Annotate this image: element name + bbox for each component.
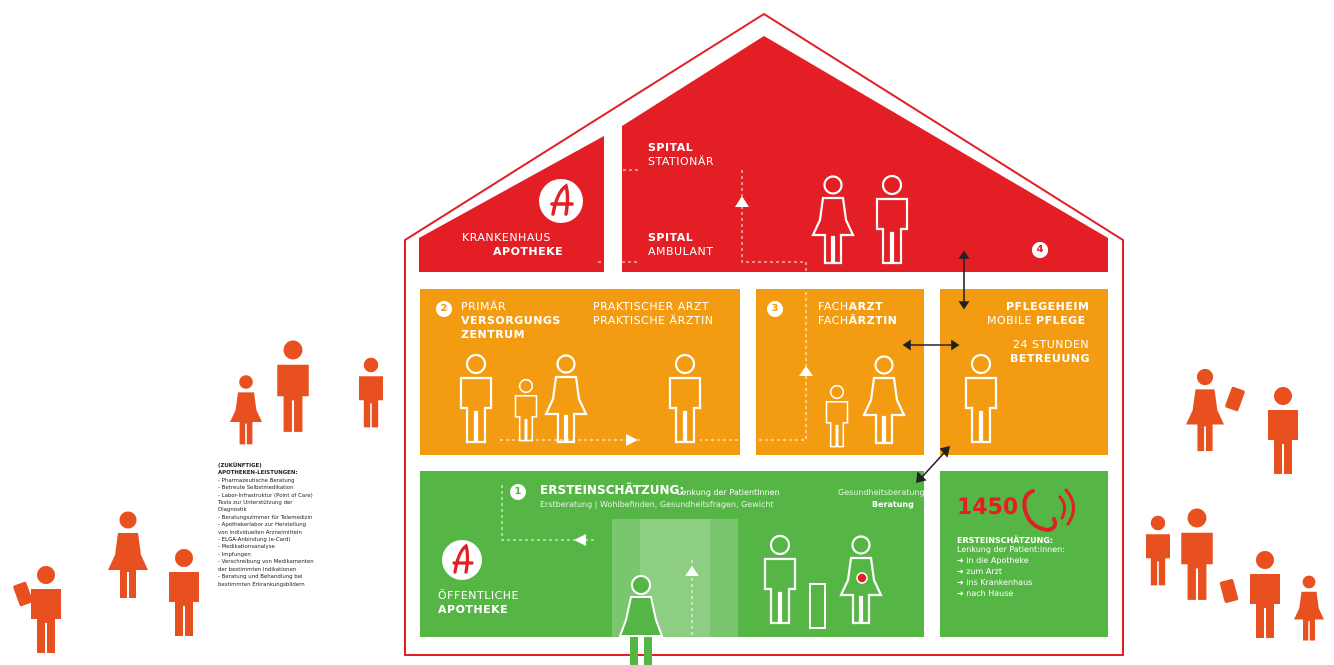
list-item: - ELGA-Anbindung (e-Card)	[218, 537, 291, 544]
mobile-pflege-label: MOBILE PFLEGE	[987, 314, 1086, 327]
praktischer-arzt-label: PRAKTISCHER ARZT	[593, 300, 710, 313]
person-icon	[1294, 575, 1324, 641]
apotheken-leistungen-list: (ZUKÜNFTIGE) APOTHEKEN-LEISTUNGEN: - Pha…	[218, 463, 388, 589]
phone-icon	[1022, 488, 1075, 533]
services-heading: (ZUKÜNFTIGE)	[218, 463, 262, 469]
arrow-icon	[626, 434, 638, 446]
pflege-area	[940, 289, 1108, 455]
list-item: - Medikationsanalyse	[218, 544, 275, 551]
facharzt-label: FACHARZT	[818, 300, 884, 313]
apotheke-logo-icon	[539, 179, 583, 223]
house-outline	[404, 12, 1124, 656]
list-item: von individuellen Arzneimitteln	[218, 529, 302, 536]
pvz-line1: PRIMÄR	[461, 300, 507, 313]
list-item: - Verschreibung von Medikamenten	[218, 559, 314, 566]
person-icon	[230, 375, 262, 445]
list-item: bestimmten Erkrankungsbildern	[218, 581, 305, 588]
ersteinschaetzung-subtitle: Lenkung der PatientInnen	[677, 488, 780, 497]
person-icon	[277, 340, 309, 432]
roof-left-area	[419, 136, 604, 272]
hotline-number: 1450	[957, 495, 1019, 520]
person-icon	[169, 549, 199, 636]
praktische-aerztin-label: PRAKTISCHE ÄRZTIN	[593, 314, 714, 327]
facharzt-area	[756, 289, 924, 455]
oeffentliche-label: ÖFFENTLICHE	[438, 589, 519, 602]
person-icon	[1146, 515, 1170, 586]
marker-4: 4	[1032, 242, 1048, 258]
arrow-icon	[574, 534, 586, 546]
list-item: - Betreute Selbstmedikation	[218, 485, 294, 492]
person-icon	[108, 511, 148, 598]
person-icon	[1181, 508, 1213, 600]
hotline-panel: 1450 ERSTEINSCHÄTZUNG: Lenkung der Patie…	[957, 495, 1065, 599]
spital-stationaer-label: STATIONÄR	[648, 155, 715, 168]
arrow-icon	[685, 566, 699, 576]
gesundheitsberatung-label: Gesundheitsberatung	[838, 488, 925, 497]
hotline-item: ➜ zum Arzt	[957, 567, 1002, 576]
hotline-subheading: Lenkung der Patient:innen:	[957, 545, 1065, 554]
roof-right-area	[622, 36, 1108, 272]
list-item: Diagnostik	[218, 507, 247, 514]
person-icon	[31, 566, 61, 653]
arrow-icon	[799, 366, 813, 376]
krankenhaus-apotheke-label: APOTHEKE	[493, 245, 564, 258]
marker-3: 3	[767, 301, 783, 317]
hotline-heading: ERSTEINSCHÄTZUNG:	[957, 536, 1054, 545]
list-item: - Apothekerlabor zur Herstellung	[218, 522, 307, 529]
list-item: Tests zur Unterstützung der	[218, 500, 293, 507]
pvz-line3: ZENTRUM	[461, 328, 526, 341]
list-item: - Beratung und Behandlung bei	[218, 574, 303, 581]
krankenhaus-label: KRANKENHAUS	[462, 231, 551, 244]
pvz-line2: VERSORGUNGS	[461, 314, 561, 327]
ersteinschaetzung-detail: Erstberatung | Wohlbefinden, Gesundheits…	[540, 500, 774, 509]
list-item: der bestimmten Indikationen	[218, 566, 297, 573]
person-icon	[618, 575, 664, 637]
ersteinschaetzung-title: ERSTEINSCHÄTZUNG:	[540, 483, 685, 497]
betreuung-label: BETREUUNG	[1010, 352, 1090, 365]
hotline-item: ➜ in die Apotheke	[957, 556, 1029, 565]
24-stunden-label: 24 STUNDEN	[1013, 338, 1090, 351]
phone-icon	[13, 386, 1245, 607]
person-icon	[1250, 551, 1280, 638]
marker-1: 1	[510, 484, 526, 500]
fachaerztin-label: FACHÄRZTIN	[818, 314, 898, 327]
list-item: - Beratungszimmer für Telemedizin	[218, 514, 313, 521]
connector-arrows	[902, 250, 970, 484]
arrow-icon	[735, 196, 749, 207]
pflegeheim-label: PFLEGEHEIM	[1006, 300, 1090, 313]
list-item: - Pharmazeutische Beratung	[218, 477, 295, 484]
apotheke-logo-icon	[442, 540, 482, 580]
spital-stationaer-title: SPITAL	[648, 141, 694, 154]
list-item: - Impfungen	[218, 551, 251, 558]
person-icon	[1268, 387, 1298, 474]
hotline-item: ➜ nach Hause	[957, 589, 1014, 598]
services-heading: APOTHEKEN-LEISTUNGEN:	[218, 470, 298, 477]
apotheke-area	[420, 471, 924, 637]
list-item: - Labor-Infrastruktur (Point of Care)	[218, 492, 313, 499]
spital-ambulant-label: AMBULANT	[648, 245, 714, 258]
person-icon	[1186, 368, 1224, 452]
spital-ambulant-title: SPITAL	[648, 231, 694, 244]
beratung-label: Beratung	[872, 500, 914, 509]
marker-2: 2	[436, 301, 452, 317]
hotline-item: ➜ ins Krankenhaus	[957, 578, 1033, 587]
apotheke-label: APOTHEKE	[438, 603, 509, 616]
person-icon	[359, 357, 383, 428]
